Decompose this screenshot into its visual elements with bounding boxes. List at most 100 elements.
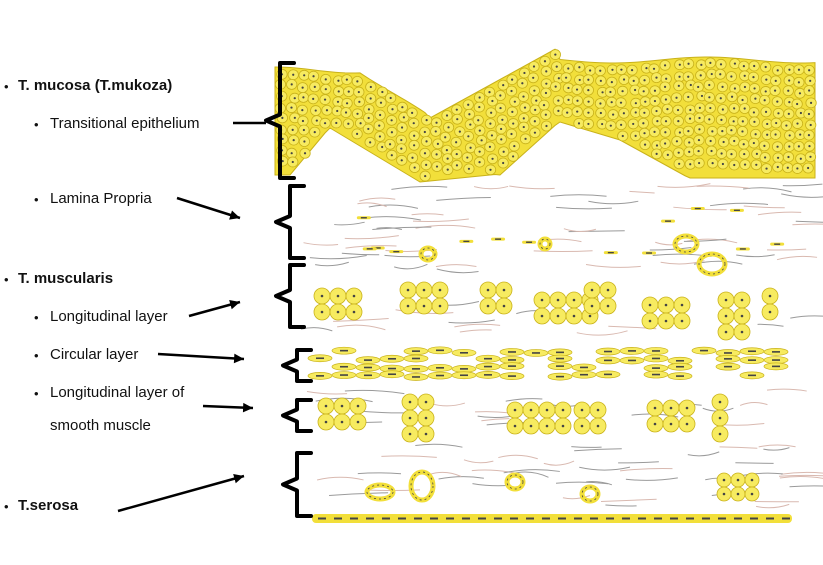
cell-nucleus	[533, 65, 535, 67]
cell-nucleus	[436, 350, 444, 352]
cell-nucleus	[336, 110, 338, 112]
cell-nucleus	[725, 299, 728, 302]
cell-nucleus	[292, 74, 294, 76]
cell-nucleus	[503, 151, 505, 153]
cell-nucleus	[401, 106, 403, 108]
cell-nucleus	[656, 153, 658, 155]
cell-nucleus	[581, 425, 584, 428]
cell-nucleus	[708, 84, 710, 86]
cell-nucleus	[580, 374, 588, 376]
cell-nucleus	[635, 135, 637, 137]
fiber	[334, 222, 364, 225]
fiber	[586, 264, 641, 267]
cell-nucleus	[711, 73, 713, 75]
cell-nucleus	[436, 367, 444, 369]
cell-nucleus	[400, 139, 402, 141]
cell-nucleus	[508, 351, 516, 353]
fiber	[345, 236, 399, 239]
cell-nucleus	[315, 109, 317, 111]
serosa-nucleus	[526, 518, 534, 520]
fiber	[767, 389, 807, 391]
serosa-nucleus	[734, 518, 742, 520]
serosa-nucleus	[782, 518, 790, 520]
cell-nucleus	[755, 164, 757, 166]
cell-nucleus	[765, 90, 767, 92]
cell-nucleus	[581, 409, 584, 412]
fiber	[550, 195, 606, 197]
spindle-nucleus	[774, 243, 780, 244]
cell-nucleus	[523, 72, 525, 74]
arrow-head	[229, 210, 240, 219]
cell-nucleus	[341, 405, 344, 408]
serosa-nucleus	[318, 518, 326, 520]
cell-nucleus	[325, 421, 328, 424]
cell-nucleus	[502, 84, 504, 86]
cell-nucleus	[316, 375, 324, 377]
cell-nucleus	[512, 155, 514, 157]
cell-nucleus	[390, 97, 392, 99]
cell-nucleus	[557, 110, 559, 112]
cell-nucleus	[776, 101, 778, 103]
fiber	[498, 455, 537, 459]
cell-nucleus	[508, 375, 516, 377]
cell-nucleus	[604, 360, 612, 362]
cell-nucleus	[425, 433, 428, 436]
cell-nucleus	[655, 77, 657, 79]
cell-nucleus	[356, 80, 358, 82]
cell-nucleus	[439, 289, 442, 292]
cell-nucleus	[423, 289, 426, 292]
label-lamina-propria: Lamina Propria	[50, 190, 152, 207]
cell-nucleus	[535, 99, 537, 101]
serosa-nucleus	[366, 518, 374, 520]
cell-nucleus	[424, 131, 426, 133]
cell-nucleus	[401, 159, 403, 161]
cell-nucleus	[612, 113, 614, 115]
cell-nucleus	[777, 69, 779, 71]
cell-nucleus	[678, 85, 680, 87]
cell-nucleus	[508, 359, 516, 361]
cell-nucleus	[503, 305, 506, 308]
serosa-nucleus	[446, 518, 454, 520]
cell-nucleus	[413, 144, 415, 146]
cell-nucleus	[722, 163, 724, 165]
cell-nucleus	[573, 299, 576, 302]
serosa-nucleus	[590, 518, 598, 520]
cell-nucleus	[358, 101, 360, 103]
cell-nucleus	[600, 112, 602, 114]
cell-nucleus	[292, 129, 294, 131]
cell-nucleus	[686, 423, 689, 426]
fiber	[758, 212, 801, 215]
cell-nucleus	[479, 96, 481, 98]
cell-nucleus	[796, 103, 798, 105]
cell-nucleus	[769, 311, 772, 314]
fiber	[658, 184, 711, 188]
bullet: •	[34, 310, 39, 325]
cell-nucleus	[557, 315, 560, 318]
cell-nucleus	[807, 167, 809, 169]
serosa-nucleus	[766, 518, 774, 520]
cell-nucleus	[810, 124, 812, 126]
fiber	[437, 269, 479, 273]
cell-nucleus	[491, 100, 493, 102]
cell-nucleus	[447, 126, 449, 128]
bullet: •	[34, 386, 39, 401]
cell-nucleus	[620, 69, 622, 71]
cell-nucleus	[500, 128, 502, 130]
cell-nucleus	[744, 107, 746, 109]
bullet: •	[34, 348, 39, 363]
cell-nucleus	[512, 122, 514, 124]
cell-nucleus	[808, 69, 810, 71]
cell-nucleus	[652, 350, 660, 352]
cell-nucleus	[447, 158, 449, 160]
cell-nucleus	[666, 108, 668, 110]
cell-nucleus	[724, 352, 732, 354]
cell-nucleus	[447, 169, 449, 171]
cell-nucleus	[312, 98, 314, 100]
cell-nucleus	[775, 80, 777, 82]
cell-nucleus	[407, 289, 410, 292]
cell-nucleus	[796, 167, 798, 169]
fiber	[735, 463, 773, 464]
cell-nucleus	[530, 409, 533, 412]
cell-nucleus	[523, 117, 525, 119]
cell-nucleus	[743, 143, 745, 145]
